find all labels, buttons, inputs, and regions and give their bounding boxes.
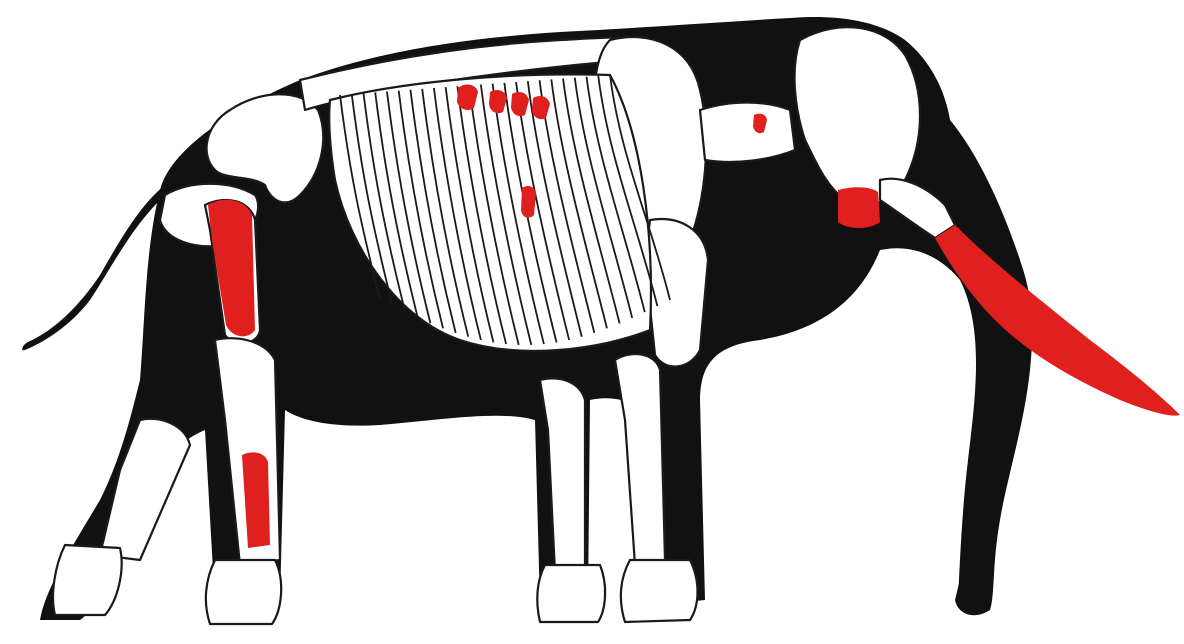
cervical-vertebrae [700,103,795,162]
silhouette-tail [22,185,165,350]
hind-foot [206,560,281,624]
rib-highlight [521,186,536,218]
tusk-highlight [935,225,1180,416]
front-foot [621,560,698,622]
mandible-highlight [838,187,880,228]
hind-foot-rear [53,545,122,615]
front-forearm [615,354,665,565]
front-foot-rear [537,565,605,622]
